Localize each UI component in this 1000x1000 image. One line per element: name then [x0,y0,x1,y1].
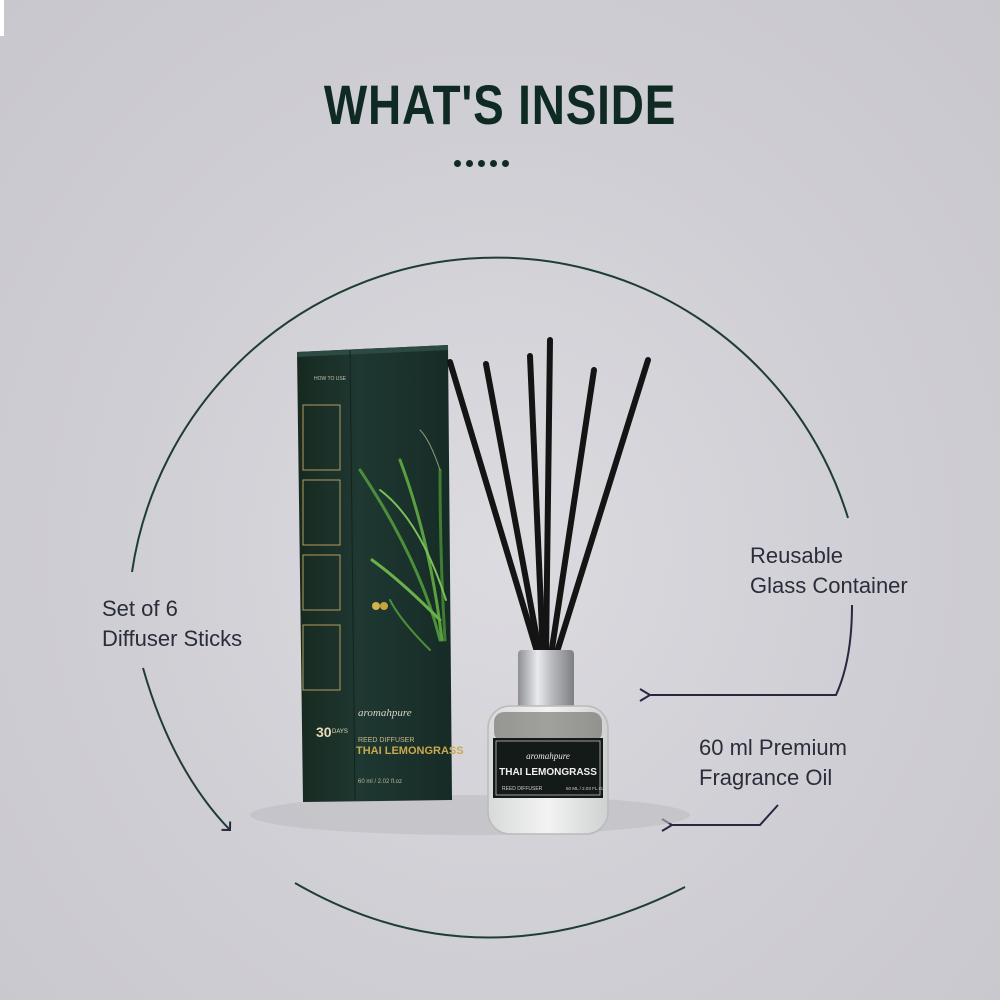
ring-arc-top [131,256,849,573]
butterfly-icon [372,602,388,610]
product-box: HOW TO USE aromahpure REED DIFFUSER THAI… [297,345,464,802]
container-arrow [639,604,853,702]
title-divider-dots [454,160,514,170]
bottle-volume: 60 ML / 2.03 FL.OZ [566,786,605,791]
bottle-brand: aromahpure [526,751,570,761]
divider-dot [502,160,509,167]
bottle-label [493,738,603,798]
ring-arc-left-arrow [142,667,232,832]
usage-step-4 [302,624,341,691]
diffuser-stick [447,359,541,658]
bottle-category: REED DIFFUSER [502,786,543,792]
glass-bottle: aromahpure THAI LEMONGRASS REED DIFFUSER… [487,650,609,835]
box-volume: 60 ml / 2.02 fl.oz [358,779,402,785]
box-badge-unit: DAYS [332,729,348,735]
diffuser-stick [527,353,546,658]
bottle-product: THAI LEMONGRASS [499,767,597,778]
usage-step-3 [302,554,341,611]
usage-step-2 [302,479,341,546]
diffuser-stick [553,357,651,658]
divider-dot [466,160,473,167]
box-how-to-use: HOW TO USE [314,376,347,382]
page-title: WHAT'S INSIDE [323,73,677,136]
corner-mark [0,0,4,36]
lemongrass-illustration [358,429,447,651]
ring-arc-bottom [294,882,686,939]
box-badge-number: 30 [316,724,332,740]
divider-dot [454,160,461,167]
oil-arrow [661,804,779,832]
diffuser-sticks [447,337,651,658]
box-product: THAI LEMONGRASS [356,745,464,757]
box-brand: aromahpure [358,707,412,719]
usage-step-1 [302,404,341,471]
callout-glass-container: Reusable Glass Container [750,543,908,598]
diffuser-stick [548,367,597,658]
diffuser-stick [543,337,553,658]
divider-dot [478,160,485,167]
diffuser-stick [483,361,543,658]
box-category: REED DIFFUSER [358,737,414,744]
callout-fragrance-oil: 60 ml Premium Fragrance Oil [699,735,847,790]
callout-diffuser-sticks: Set of 6 Diffuser Sticks [102,596,243,651]
divider-dot [490,160,497,167]
